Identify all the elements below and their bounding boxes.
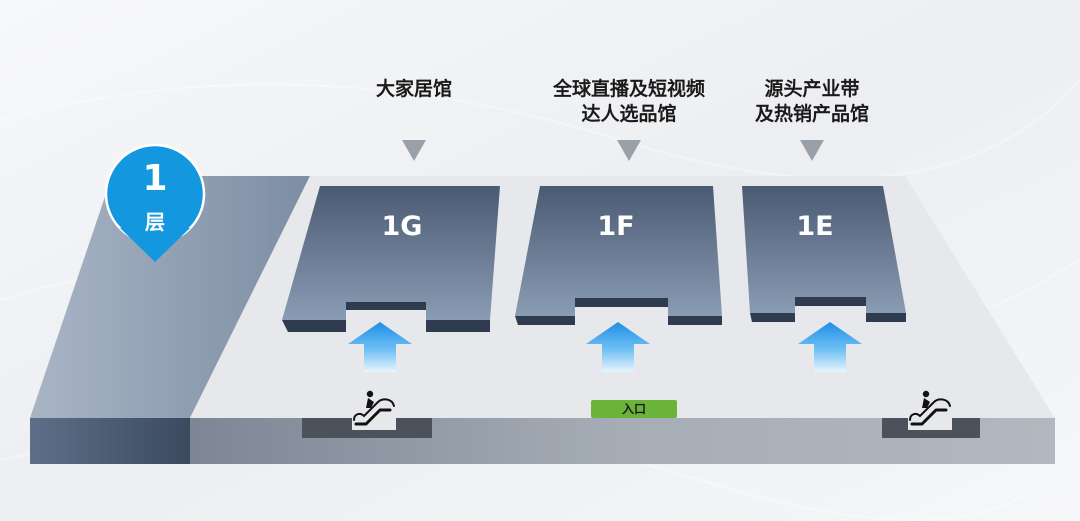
floor-label: 层: [145, 210, 165, 234]
hall-1f[interactable]: [515, 186, 722, 325]
escalator-icon[interactable]: [908, 390, 952, 430]
floor-number: 1: [142, 158, 168, 199]
hall-1g-code: 1G: [381, 211, 423, 242]
down-triangle-icon: [617, 140, 641, 161]
up-arrow-icon: [348, 322, 412, 372]
floor-side-strip: [30, 176, 310, 418]
location-pin-icon: [104, 143, 206, 262]
down-triangle-icon: [402, 140, 426, 161]
hall-1f-label: 全球直播及短视频 达人选品馆: [552, 78, 705, 125]
hall-1e-label: 源头产业带 及热销产品馆: [754, 78, 869, 125]
hall-1e-code: 1E: [796, 211, 834, 242]
entrance-badge[interactable]: [591, 400, 677, 418]
up-arrow-icon: [586, 322, 650, 372]
up-arrow-icon: [798, 322, 862, 372]
hall-1e[interactable]: [742, 186, 906, 322]
hall-1g[interactable]: [282, 186, 500, 332]
entrance-label: 入口: [621, 402, 646, 416]
escalator-icon[interactable]: [352, 390, 396, 430]
floor-front-left: [30, 418, 190, 464]
hall-1g-label: 大家居馆: [375, 78, 452, 100]
hall-1f-code: 1F: [597, 211, 635, 242]
down-triangle-icon: [800, 140, 824, 161]
